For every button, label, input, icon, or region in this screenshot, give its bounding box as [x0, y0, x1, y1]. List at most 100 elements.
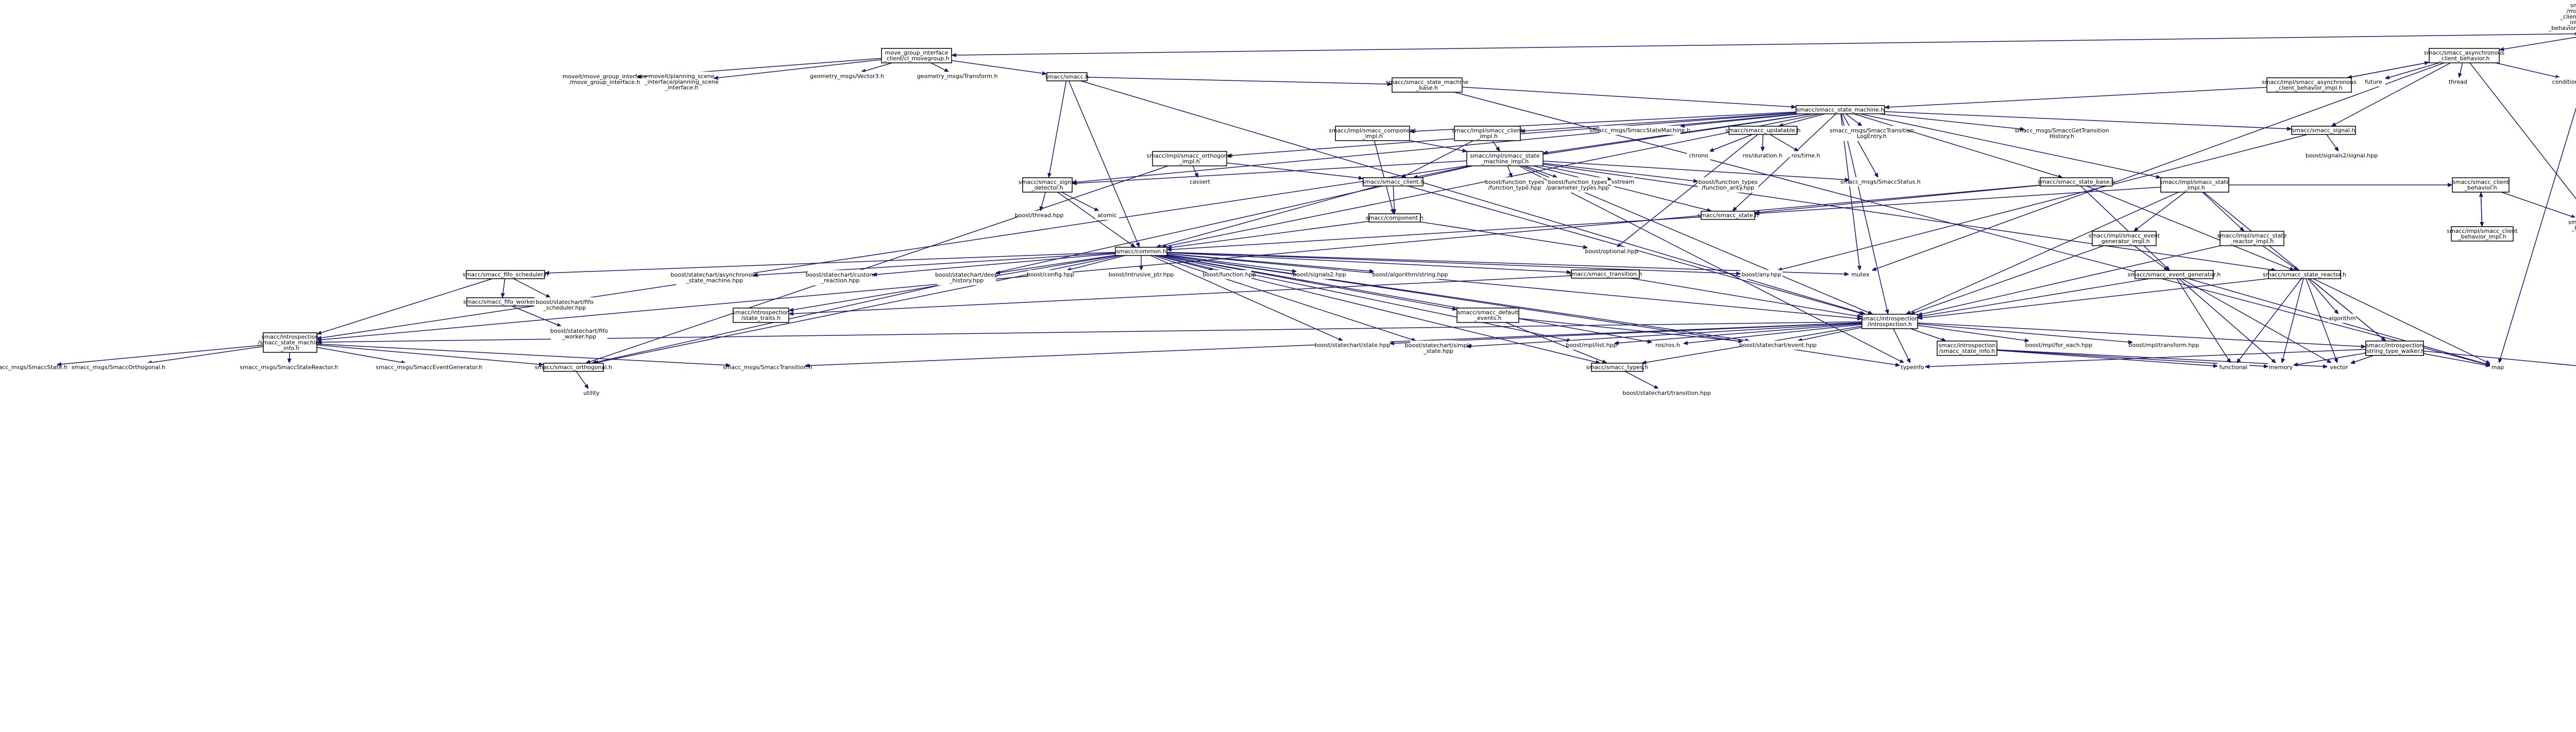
node-state-reactor-impl[interactable]: smacc/impl/smacc_state_reactor_impl.h — [2217, 231, 2287, 246]
edge-component_h-to-boost_optional — [1420, 221, 1588, 249]
node-label-line: smacc_msgs/SmaccGetTransition — [2015, 127, 2109, 134]
edge-async_client_behavior-to-signal_h — [2331, 62, 2451, 127]
node-label-line: atomic — [1097, 212, 1117, 219]
node-label-line: geometry_msgs/Vector3.h — [810, 73, 884, 80]
node-sc-transition: boost/statechart/transition.hpp — [1622, 388, 1711, 398]
node-box — [1742, 341, 1814, 350]
node-label-line: _client/include/move_group — [2560, 13, 2576, 20]
node-label-line: boost/thread.hpp — [1015, 212, 1064, 219]
node-introspection-h[interactable]: smacc/introspection/introspection.h — [1861, 314, 1919, 329]
node-string-type-walker[interactable]: smacc/introspection/string_type_walker.h — [2365, 341, 2425, 356]
node-label-line: smacc/smacc_signal.h — [2292, 127, 2355, 134]
edge-sm_impl-to-client_h — [1412, 165, 1470, 179]
edge-introspection_h-to-state_info — [1910, 328, 1947, 342]
node-state-impl[interactable]: smacc/impl/smacc_state_impl.h — [2160, 177, 2230, 193]
node-signal-h[interactable]: smacc/smacc_signal.h — [2291, 126, 2356, 135]
node-state-reactor-h[interactable]: smacc/smacc_state_reactor.h — [2263, 270, 2346, 279]
node-component-h[interactable]: smacc/component.h — [1366, 213, 1423, 223]
edge-updatable-to-ros_time — [1770, 134, 1800, 152]
node-label-line: _events.h — [1473, 315, 1501, 321]
node-state-traits[interactable]: smacc/introspection/state_traits.h — [733, 308, 790, 323]
node-algorithm: algorithm — [2328, 314, 2356, 323]
node-state-info[interactable]: smacc/introspection/smacc_state_info.h — [1937, 341, 1997, 356]
node-label-line: /state_traits.h — [741, 315, 781, 321]
node-condition-variable: condition_variable — [2552, 77, 2576, 87]
node-transition-h[interactable]: smacc/smacc_transition.h — [1569, 269, 1642, 279]
edge-state_base-to-sm_info — [316, 184, 2041, 342]
edge-component_impl-to-component_h — [1374, 140, 1395, 214]
edge-smacc_h-to-signal_detector — [1047, 80, 1067, 178]
node-label-line: /function_arity.hpp — [1702, 184, 1754, 191]
node-client-behavior-impl[interactable]: smacc/impl/smacc_client_behavior_impl.h — [2447, 226, 2518, 242]
node-state-h[interactable]: smacc/smacc_state.h — [1698, 211, 1758, 220]
node-client-impl[interactable]: smacc/impl/smacc_client_impl.h — [1452, 126, 1523, 141]
node-label-line: _impl.h — [1179, 158, 1200, 165]
edge-state_reactor_h-to-string_type_walker — [2309, 278, 2386, 342]
edge-smacc_h-to-state_machine_base — [1087, 77, 1393, 87]
edge-sm_impl-to-ft_function_arity — [1543, 162, 1699, 183]
node-signals2-hpp: boost/signals2.hpp — [1293, 270, 1346, 279]
node-label-line: _state_machine.hpp — [686, 277, 743, 284]
node-label-line: boost/mpl/for_each.hpp — [2025, 342, 2092, 349]
node-box — [2451, 226, 2514, 242]
node-cb-move-joints[interactable]: cb_move_joints.h — [2574, 29, 2576, 38]
node-label-line: _base.h — [1416, 84, 1438, 91]
node-label-line: _behavior.h — [2464, 184, 2497, 191]
node-atomic: atomic — [1095, 211, 1119, 220]
node-common-h[interactable]: smacc/common.h — [1115, 247, 1167, 256]
node-smacc-types[interactable]: smacc/smacc_types.h — [1586, 363, 1649, 372]
node-box — [1315, 341, 1390, 350]
node-box — [1740, 270, 1783, 279]
node-client-behavior-h[interactable]: smacc/smacc_client_behavior.h — [2452, 177, 2510, 193]
edge-async_cb_impl-to-state_machine_h — [1884, 87, 2267, 109]
node-event-generator-h[interactable]: smacc/smacc_event_generator.h — [2128, 270, 2221, 279]
node-label-line: smacc/smacc_state_machine — [1386, 79, 1469, 86]
node-signal-detector[interactable]: smacc/smacc_signal_detector.h — [1019, 177, 1076, 193]
node-updatable[interactable]: smacc/smacc_updatable.h — [1725, 126, 1801, 135]
node-box — [1115, 247, 1167, 256]
edge-state_machine_h-to-introspection_h — [1841, 113, 1889, 315]
node-label-line: smacc/impl/smacc_state — [1470, 152, 1539, 159]
node-default-events[interactable]: smacc/smacc_default_events.h — [1456, 308, 1519, 323]
node-label-line: smacc/common.h — [1116, 248, 1166, 255]
node-label-line: boost/config.hpp — [1027, 271, 1074, 278]
node-box — [2327, 363, 2351, 372]
node-async-cb-impl[interactable]: smacc/impl/smacc_asynchronous_client_beh… — [2262, 77, 2357, 93]
node-smacc-h[interactable]: smacc/smacc.h — [1045, 72, 1089, 81]
node-box — [1022, 177, 1073, 193]
node-move-group-interface-client[interactable]: move_group_interface_client/cl_movegroup… — [881, 48, 952, 63]
node-box — [1937, 341, 1997, 356]
edge-introspection_h-to-typeinfo — [1893, 328, 1911, 364]
node-sc-fifo-scheduler: boost/statechart/fifo_scheduler.hpp — [534, 297, 595, 313]
edge-client_impl-to-sm_impl — [1492, 140, 1500, 152]
node-label-line: smacc_msgs/SmaccTransition.h — [723, 364, 812, 371]
edge-introspection_h-to-ros_ros — [1683, 324, 1862, 345]
node-sm-impl[interactable]: smacc/impl/smacc_state_machine_impl.h — [1466, 151, 1544, 166]
node-box — [1795, 105, 1885, 114]
node-state-machine-h[interactable]: smacc/smacc_state_machine.h — [1795, 105, 1885, 114]
node-box — [649, 72, 714, 92]
node-label-line: smacc/smacc_fifo_worker.h — [463, 299, 540, 305]
node-mpl-transform: boost/mpl/transform.hpp — [2128, 341, 2199, 350]
node-fifo-scheduler[interactable]: smacc/smacc_fifo_scheduler.h — [463, 270, 548, 279]
node-label-line: smacc/impl/smacc_event — [2089, 232, 2160, 239]
node-component-impl[interactable]: smacc/impl/smacc_component_impl.h — [1329, 126, 1416, 141]
node-mpl-list: boost/mpl/list.hpp — [1566, 341, 1617, 350]
node-event-generator-impl[interactable]: smacc/impl/smacc_event_generator_impl.h — [2089, 231, 2160, 246]
node-label-line: _history.hpp — [949, 277, 984, 284]
node-client-h[interactable]: smacc/smacc_client.h — [1362, 177, 1424, 186]
node-root: smacc_client_library/move_group_interfac… — [2548, 2, 2576, 31]
node-orthogonal-impl[interactable]: smacc/impl/smacc_orthogonal_impl.h — [1146, 151, 1233, 166]
node-async-client-behavior[interactable]: smacc/smacc_asynchronous_client_behavior… — [2424, 48, 2504, 63]
node-utility: utility — [580, 388, 603, 398]
node-label-line: smacc/introspection — [1939, 342, 1996, 349]
edge-fifo_scheduler-to-sc_fifo_scheduler — [513, 278, 551, 298]
node-msg-event-generator: smacc_msgs/SmaccEventGenerator.h — [376, 363, 483, 372]
edge-string_type_walker-to-string — [2423, 350, 2576, 366]
node-box — [1849, 177, 1912, 186]
node-sm-info[interactable]: smacc/introspection/smacc_state_machine_… — [258, 332, 323, 353]
node-fifo-worker[interactable]: smacc/smacc_fifo_worker.h — [463, 297, 540, 307]
node-state-machine-base[interactable]: smacc/smacc_state_machine_base.h — [1386, 77, 1469, 93]
node-orthogonal-h[interactable]: smacc/smacc_orthogonal.h — [535, 363, 612, 372]
node-state-base[interactable]: smacc/smacc_state_base.h — [2038, 177, 2115, 186]
